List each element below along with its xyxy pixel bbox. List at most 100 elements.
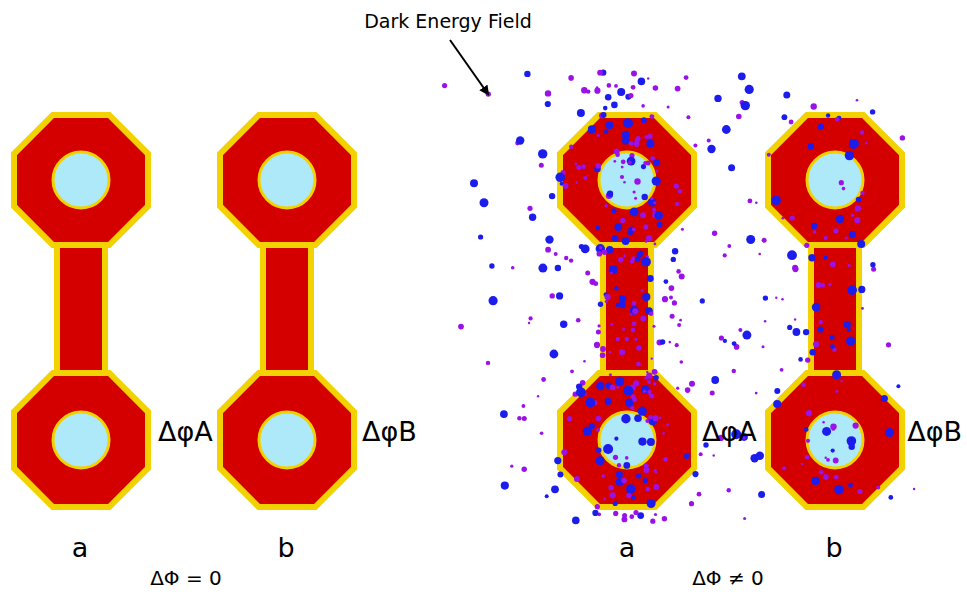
dumbbell-bar: [811, 240, 859, 375]
particle: [616, 337, 620, 341]
particle: [628, 230, 633, 235]
particle: [642, 194, 648, 200]
particle: [794, 318, 796, 320]
particle: [830, 261, 836, 267]
particle: [585, 271, 590, 276]
particle: [583, 360, 586, 363]
particle: [610, 323, 613, 326]
diagram-label: ΔφB: [362, 418, 417, 445]
particle: [812, 303, 821, 312]
particle: [576, 318, 581, 323]
particle: [826, 458, 830, 462]
particle: [680, 360, 684, 364]
particle: [806, 439, 810, 443]
core-circle: [599, 152, 655, 208]
particle: [888, 495, 893, 500]
particle: [589, 423, 595, 429]
particle: [676, 387, 679, 390]
particle: [822, 427, 831, 436]
particle: [608, 485, 613, 490]
particle: [643, 161, 647, 165]
particle: [803, 329, 809, 335]
particle: [758, 491, 765, 498]
particle: [805, 455, 810, 460]
particle: [649, 393, 652, 396]
dumbbell: [14, 115, 148, 507]
particle: [596, 416, 602, 422]
particle: [675, 202, 679, 206]
particle: [617, 386, 620, 389]
particle: [623, 386, 633, 396]
particle: [662, 296, 668, 302]
particle: [651, 357, 653, 359]
particle: [641, 289, 644, 292]
particle: [586, 398, 596, 408]
particle: [633, 380, 639, 386]
particle: [822, 421, 825, 424]
particle: [551, 485, 559, 493]
particle: [607, 191, 613, 197]
particle: [545, 90, 551, 96]
particle: [775, 297, 777, 299]
particle: [529, 214, 536, 221]
particle: [654, 211, 663, 220]
particle: [564, 256, 568, 260]
particle: [845, 151, 854, 160]
particle: [560, 321, 567, 328]
particle: [764, 320, 767, 323]
particle: [600, 352, 606, 358]
particle: [857, 240, 865, 248]
particle: [758, 253, 761, 256]
particle: [615, 377, 624, 386]
particle: [669, 285, 675, 291]
particle: [550, 350, 559, 359]
particle: [655, 471, 657, 473]
diagram-label: ΔφB: [907, 418, 962, 445]
particle: [511, 266, 515, 270]
particle: [632, 397, 637, 402]
particle: [510, 465, 513, 468]
particle: [700, 298, 705, 303]
particle: [865, 142, 868, 145]
particle: [597, 70, 603, 76]
particle: [636, 473, 641, 478]
particle: [522, 467, 527, 472]
particle: [605, 300, 608, 303]
particle: [641, 104, 645, 108]
particle: [756, 452, 764, 460]
dumbbell: [220, 115, 354, 507]
particle: [522, 416, 527, 421]
particle: [601, 112, 607, 118]
particle: [572, 517, 580, 525]
particle: [813, 341, 819, 347]
particle: [870, 109, 875, 114]
particle: [647, 499, 656, 508]
particle: [663, 457, 668, 462]
particle: [596, 428, 600, 432]
particle: [871, 267, 876, 272]
particle: [782, 114, 788, 120]
particle: [605, 94, 612, 101]
particle: [816, 282, 822, 288]
particle: [603, 106, 608, 111]
diagram-label: b: [825, 534, 842, 561]
particle: [652, 415, 658, 421]
particle: [539, 163, 544, 168]
particle: [780, 368, 784, 372]
particle: [643, 224, 648, 229]
particle: [818, 326, 824, 332]
particle: [644, 463, 649, 468]
particle: [501, 482, 509, 490]
particle: [853, 423, 859, 429]
particle: [630, 207, 639, 216]
particle: [557, 472, 563, 478]
particle: [722, 125, 731, 134]
particle: [811, 223, 817, 229]
particle: [849, 139, 859, 149]
particle: [645, 487, 650, 492]
particle: [596, 448, 601, 453]
particle: [657, 222, 663, 228]
particle: [615, 152, 620, 157]
particle: [679, 319, 682, 322]
particle: [648, 134, 653, 139]
